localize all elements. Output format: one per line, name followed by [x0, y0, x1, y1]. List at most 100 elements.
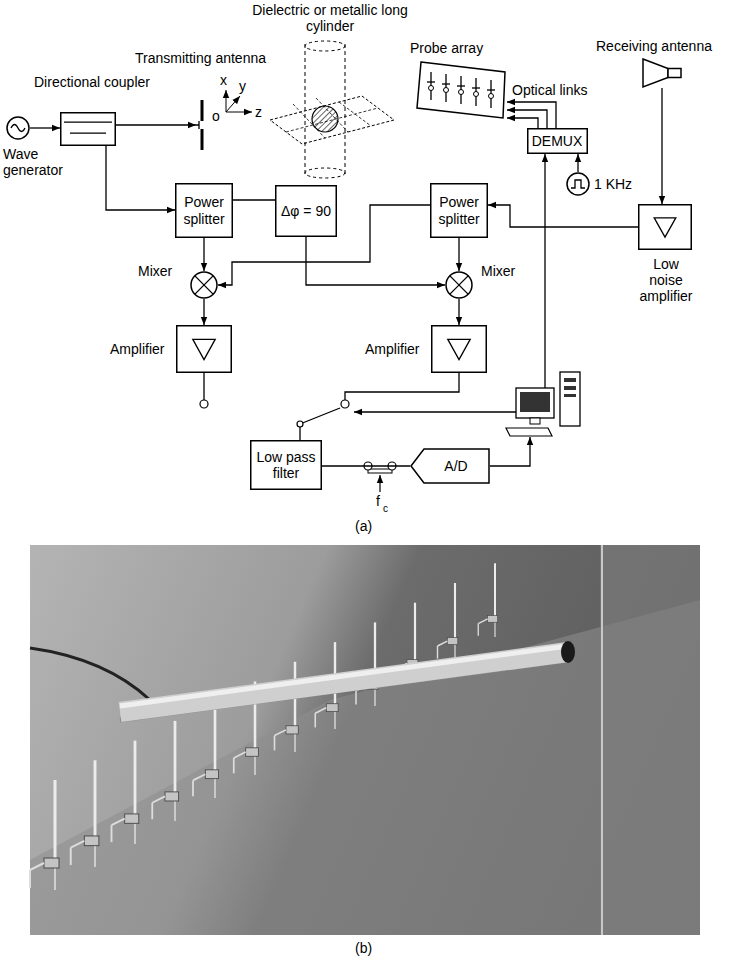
power-splitter: Power splitter — [430, 183, 488, 238]
directional-coupler-outline — [60, 112, 116, 146]
power-splitter-outline — [431, 184, 488, 238]
selector-switch — [200, 400, 208, 408]
ad-converter-outline — [411, 449, 489, 483]
signal-line — [203, 238, 204, 271]
probe-array-photo — [152, 721, 178, 821]
computer-icon — [520, 392, 550, 412]
wave-generator: Wave generator — [6, 116, 30, 140]
wave-generator-outline — [7, 117, 29, 139]
probe-array-photo — [120, 646, 568, 706]
signal-line — [30, 127, 60, 128]
directional-coupler: Directional coupler — [60, 112, 116, 146]
mixer-outline — [191, 272, 217, 298]
probe-array-photo — [112, 741, 139, 844]
directional-coupler-outline — [64, 122, 112, 123]
signal-line — [577, 154, 578, 172]
selector-switch — [200, 373, 516, 440]
mixer-outline — [195, 276, 213, 294]
probe-array-photo — [30, 648, 150, 700]
amplifier-outline — [177, 326, 232, 373]
cylinder-drawing — [270, 41, 394, 178]
power-splitter-text: Power splitter — [435, 194, 483, 226]
signal-line — [488, 205, 638, 227]
probe-array-photo — [120, 652, 568, 712]
power-splitter-text: Power splitter — [180, 194, 228, 226]
selector-switch — [203, 373, 204, 400]
mixer-text: Mixer — [481, 263, 515, 279]
probe-array-outline — [472, 87, 480, 88]
probe-array-photo — [71, 760, 99, 867]
cylinder-drawing — [339, 102, 371, 126]
amplifier-outline — [176, 325, 232, 373]
mixer-outline — [195, 276, 213, 294]
clock-source-outline — [571, 180, 585, 188]
cutoff-connector — [379, 475, 380, 492]
low-noise-amplifier: Low noise amplifier — [638, 204, 692, 250]
signal-name: f — [376, 493, 380, 509]
low-noise-amplifier-outline — [639, 205, 692, 250]
phase-shifter: Δφ = 90 — [275, 185, 337, 237]
axes — [226, 96, 240, 112]
low-pass-filter: Low pass filter — [250, 440, 322, 490]
signal-line — [458, 299, 459, 325]
demux-box-outline — [527, 129, 587, 154]
signal-line — [458, 238, 459, 271]
low-noise-amplifier-outline — [638, 204, 692, 250]
probe-array-photo — [600, 545, 700, 935]
receiving-antenna-text: Receiving antenna — [596, 38, 712, 54]
power-splitter-outline — [176, 184, 233, 238]
amplifier: Amplifier — [431, 325, 487, 373]
transmitting-antenna-outline — [196, 121, 199, 129]
probe-array-photo — [478, 563, 497, 637]
probe-array-photo — [601, 545, 603, 935]
computer-icon — [530, 418, 540, 424]
selector-switch — [300, 408, 340, 424]
signal-line — [233, 199, 275, 200]
signal-line — [116, 124, 196, 125]
mixer-outline — [445, 271, 473, 299]
power-splitter: Power splitter — [175, 183, 233, 238]
axis-label: o — [212, 108, 220, 124]
probe-array-outline — [457, 85, 465, 86]
probe-array-photo — [30, 600, 700, 935]
optical-link-lines — [507, 102, 556, 128]
probe-array-photo — [193, 701, 219, 798]
mixer-outline — [190, 271, 218, 299]
computer-icon — [490, 154, 580, 466]
amplifier-text: Amplifier — [365, 341, 419, 357]
receiving-antenna-outline — [643, 59, 668, 87]
optical-link-lines — [507, 118, 538, 128]
link-label: Optical links — [512, 82, 587, 98]
ad-converter-text: A/D — [444, 458, 467, 474]
ad-converter: A/D — [410, 448, 490, 484]
directional-coupler-text: Directional coupler — [34, 74, 150, 90]
amplifier-outline — [432, 326, 487, 373]
signal-line — [322, 465, 410, 466]
probe-array-photo — [561, 641, 575, 663]
signal-line — [661, 88, 662, 204]
probe-array-outline — [427, 81, 435, 82]
wave-generator-text: Wave generator — [3, 146, 73, 178]
signal-line — [203, 299, 204, 325]
low-pass-filter-outline — [251, 441, 322, 490]
computer-icon — [564, 386, 576, 390]
probe-array-outline — [429, 86, 434, 91]
probe-array-outline — [489, 94, 494, 99]
signal-line — [507, 110, 547, 128]
selector-switch — [299, 427, 300, 440]
figure-part-label: (b) — [355, 940, 372, 956]
transmitting-antenna-outline — [201, 129, 204, 150]
probe-array-outline — [487, 89, 495, 90]
probe-array-photo — [30, 780, 59, 890]
probe-array-photo — [438, 583, 458, 660]
computer-icon — [564, 394, 576, 397]
selector-switch — [297, 421, 303, 427]
probe-array-photo — [275, 662, 299, 752]
mixer-text: Mixer — [138, 263, 172, 279]
cutoff-connector — [368, 469, 392, 473]
receiving-antenna: Receiving antenna — [642, 58, 682, 88]
phase-shifter-outline — [276, 186, 337, 237]
signal-line — [306, 237, 445, 285]
amplifier-outline — [193, 339, 215, 359]
probe-array-text: Probe array — [410, 40, 483, 56]
